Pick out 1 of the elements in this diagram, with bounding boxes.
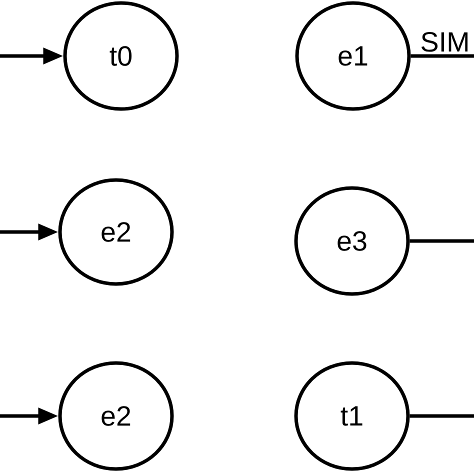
edge-label: SIM: [419, 31, 471, 53]
